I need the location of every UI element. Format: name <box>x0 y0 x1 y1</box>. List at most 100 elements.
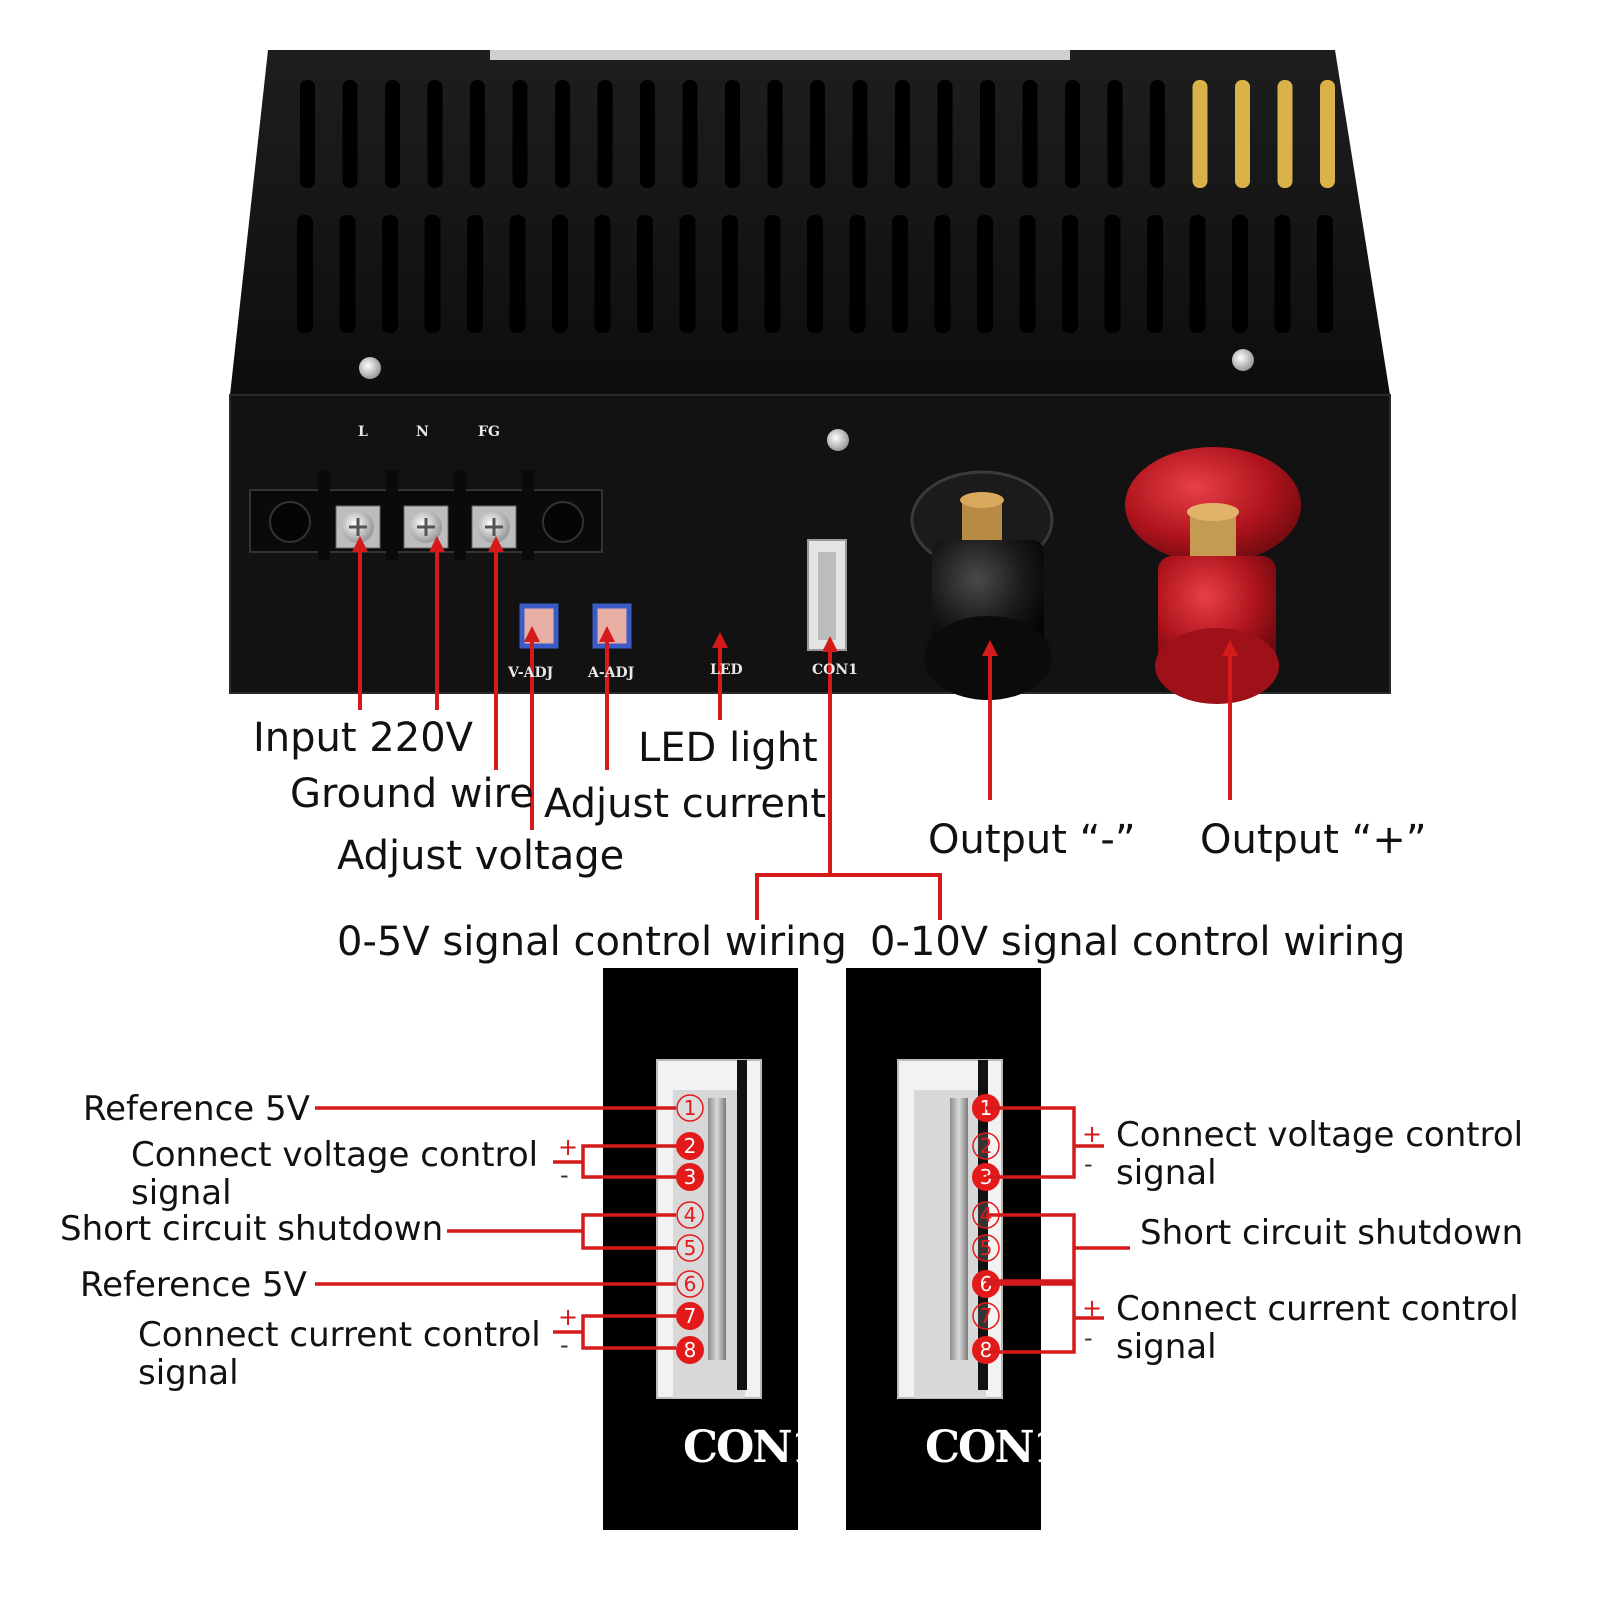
front-panel <box>229 394 1391 704</box>
vent-slot <box>339 215 356 333</box>
left-pin-6-number: 6 <box>684 1272 697 1296</box>
chassis-screw <box>359 357 381 379</box>
vent-slot <box>682 80 698 188</box>
left-pin-7-number: 7 <box>684 1304 697 1328</box>
left-pin-6-marker <box>676 1270 704 1298</box>
callout-output-negative: Output “-” <box>928 817 1136 863</box>
left-wiring-lines <box>315 1106 676 1350</box>
vent-slot <box>1019 215 1036 333</box>
vent-slot <box>1022 80 1038 188</box>
vent-slot <box>722 215 738 333</box>
vent-slot <box>977 215 993 333</box>
vent-slot <box>552 215 568 333</box>
vent-slot <box>597 80 613 188</box>
vent-slot <box>1232 215 1248 333</box>
left-short-circuit-shutdown: Short circuit shutdown <box>60 1209 444 1249</box>
left-pin-8-marker <box>676 1336 704 1364</box>
right-pin-7-number: 7 <box>980 1304 993 1328</box>
terminal-label-l: L <box>358 424 368 440</box>
right-current-control-line1: Connect current control <box>1116 1289 1519 1329</box>
left-current-minus: - <box>560 1331 569 1359</box>
right-short-circuit-shutdown: Short circuit shutdown <box>1140 1213 1524 1253</box>
right-pin-7-marker <box>972 1302 1000 1330</box>
vent-slot <box>764 215 781 333</box>
callout-led-light: LED light <box>638 725 818 771</box>
con1-panel-label: CON1 <box>812 662 858 678</box>
vent-slot <box>1317 215 1333 333</box>
right-current-control-line2: signal <box>1116 1327 1217 1367</box>
vent-slot <box>807 215 823 333</box>
callout-output-positive: Output “+” <box>1200 817 1427 863</box>
left-pin-2-number: 2 <box>684 1134 697 1158</box>
callout-adjust-current: Adjust current <box>544 781 827 827</box>
left-pin-8-number: 8 <box>684 1338 697 1362</box>
right-voltage-control-line1: Connect voltage control <box>1116 1115 1524 1155</box>
right-pin-8-marker <box>972 1336 1000 1364</box>
led-indicator-label: LED <box>710 662 743 678</box>
left-current-control-line1: Connect current control <box>138 1315 541 1355</box>
vent-slot <box>467 215 483 333</box>
left-voltage-control-line2: signal <box>131 1173 232 1213</box>
chassis-top <box>230 50 1390 395</box>
vent-slot <box>382 215 398 333</box>
left-pin-1-marker <box>676 1094 704 1122</box>
vent-slot <box>640 80 655 188</box>
vent-slot <box>725 80 740 188</box>
vent-slot <box>509 215 526 333</box>
left-pin-1-number: 1 <box>684 1096 697 1120</box>
vent-slots <box>297 80 1335 333</box>
vent-slot <box>810 80 825 188</box>
left-voltage-minus: - <box>560 1161 569 1189</box>
callout-adjust-voltage: Adjust voltage <box>337 833 625 879</box>
left-pin-3-number: 3 <box>684 1165 697 1189</box>
v-adj-label: V-ADJ <box>508 665 554 681</box>
vent-slot <box>895 80 910 188</box>
left-pin-3-marker <box>676 1163 704 1191</box>
vent-slot <box>1104 215 1121 333</box>
left-wiring-title: 0-5V signal control wiring <box>337 919 847 965</box>
vent-slot <box>1235 80 1250 188</box>
right-current-plus: + <box>1082 1294 1103 1322</box>
right-voltage-minus: - <box>1084 1150 1093 1178</box>
vent-slot <box>934 215 951 333</box>
right-pin-5-marker <box>972 1234 1000 1262</box>
left-pin-2-marker <box>676 1132 704 1160</box>
callout-arrowheads <box>352 536 1238 656</box>
vent-slot <box>1277 80 1293 188</box>
callout-input-220v: Input 220V <box>253 715 473 761</box>
right-pin-8-number: 8 <box>980 1338 993 1362</box>
output-negative-terminal[interactable] <box>910 470 1054 700</box>
terminal-block <box>249 470 603 560</box>
vent-slot <box>980 80 995 188</box>
vent-slot <box>1320 80 1335 188</box>
vent-slot <box>555 80 570 188</box>
a-adj-label: A-ADJ <box>588 665 635 681</box>
left-pin-5-marker <box>676 1234 704 1262</box>
right-voltage-plus: + <box>1082 1120 1103 1148</box>
vent-slot <box>852 80 868 188</box>
vent-slot <box>297 215 313 333</box>
vent-slot <box>1062 215 1078 333</box>
vent-slot <box>1192 80 1208 188</box>
left-current-plus: + <box>558 1303 579 1331</box>
con1-label-left: CON1 <box>683 1422 821 1473</box>
terminal-label-fg: FG <box>478 424 500 440</box>
right-wiring-lines <box>986 1106 1130 1354</box>
vent-slot <box>1065 80 1080 188</box>
vent-slot <box>1150 80 1165 188</box>
left-pin-5-number: 5 <box>684 1236 697 1260</box>
output-positive-terminal[interactable] <box>1125 447 1301 704</box>
con1-label-right: CON1 <box>925 1422 1063 1473</box>
callout-lines <box>358 548 1232 920</box>
right-pin-2-number: 2 <box>980 1134 993 1158</box>
left-pin-4-number: 4 <box>684 1203 697 1227</box>
left-pin-7-marker <box>676 1302 704 1330</box>
vent-slot <box>594 215 611 333</box>
left-reference-5v-1: Reference 5V <box>83 1089 310 1129</box>
vent-slot <box>385 80 400 188</box>
vent-slot <box>849 215 866 333</box>
